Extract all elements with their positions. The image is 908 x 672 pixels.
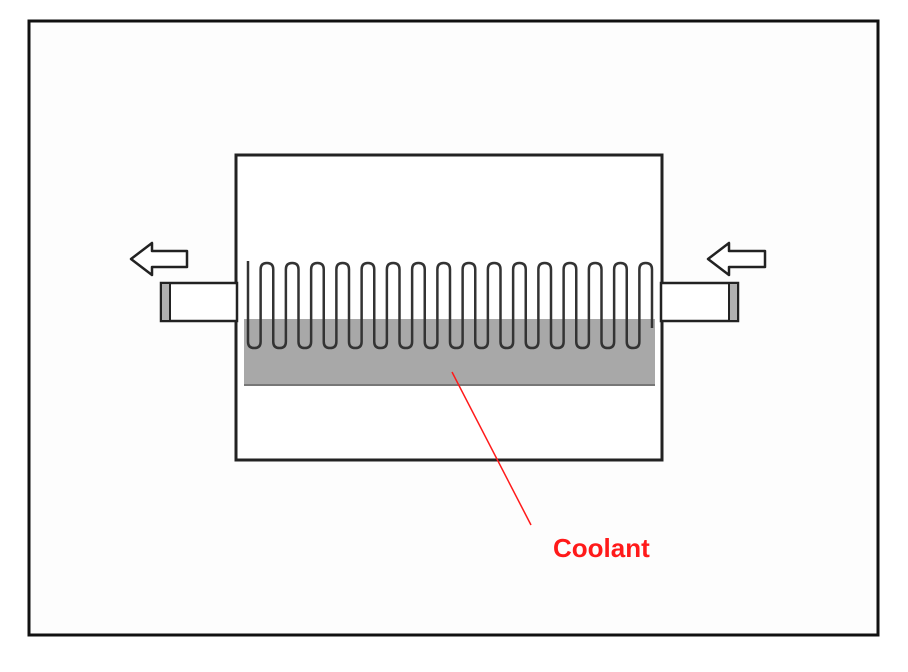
inlet-pipe — [659, 281, 740, 323]
outlet-pipe — [159, 281, 239, 323]
coil — [246, 261, 654, 350]
callout-leader-line — [451, 371, 532, 526]
arrow-left-icon — [129, 241, 189, 277]
outlet-pipe-end — [160, 282, 171, 322]
inlet-pipe-end — [728, 282, 739, 322]
coolant-label: Coolant — [553, 533, 650, 563]
arrow-left-icon — [706, 241, 767, 277]
